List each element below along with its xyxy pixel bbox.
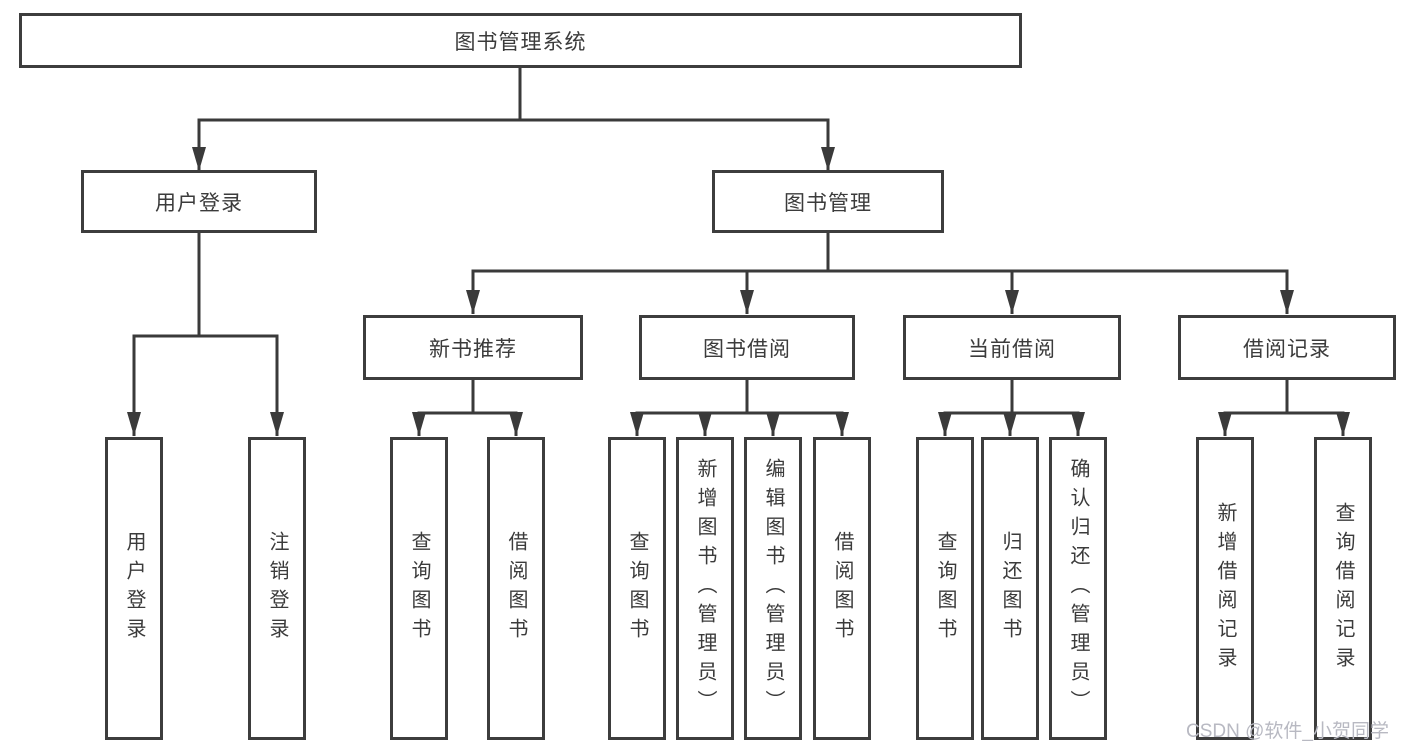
node-current-borrow: 当前借阅	[903, 315, 1121, 380]
connector-current-borrow-group	[938, 380, 1085, 436]
leaf-confirm-return-admin: 确认归还（管理员）	[1049, 437, 1107, 740]
connector-root-to-level2	[192, 68, 835, 171]
connector-new-book-group	[412, 380, 523, 436]
leaf-search-books-borrow: 查询图书	[608, 437, 666, 740]
leaf-borrow-books-recommend: 借阅图书	[487, 437, 545, 740]
leaf-search-books-recommend: 查询图书	[390, 437, 448, 740]
node-book-management-branch: 图书管理	[712, 170, 944, 233]
leaf-logout: 注销登录	[248, 437, 306, 740]
leaf-add-books-admin: 新增图书（管理员）	[676, 437, 734, 740]
leaf-borrow-books: 借阅图书	[813, 437, 871, 740]
leaf-search-books-current: 查询图书	[916, 437, 974, 740]
node-user-login-branch: 用户登录	[81, 170, 317, 233]
csdn-watermark: CSDN @软件_小贺同学	[1186, 721, 1389, 742]
leaf-add-borrow-record: 新增借阅记录	[1196, 437, 1254, 740]
connector-user-login-branch	[127, 233, 284, 436]
connector-borrow-record-group	[1218, 380, 1350, 436]
node-borrow-record: 借阅记录	[1178, 315, 1396, 380]
node-new-book-recommend: 新书推荐	[363, 315, 583, 380]
leaf-return-books: 归还图书	[981, 437, 1039, 740]
connector-book-borrow-group	[630, 380, 849, 436]
node-book-borrow: 图书借阅	[639, 315, 855, 380]
leaf-user-login: 用户登录	[105, 437, 163, 740]
connector-book-mgmt-branch	[466, 233, 1294, 314]
leaf-edit-books-admin: 编辑图书（管理员）	[744, 437, 802, 740]
leaf-search-borrow-record: 查询借阅记录	[1314, 437, 1372, 740]
node-root-library-system: 图书管理系统	[19, 13, 1022, 68]
